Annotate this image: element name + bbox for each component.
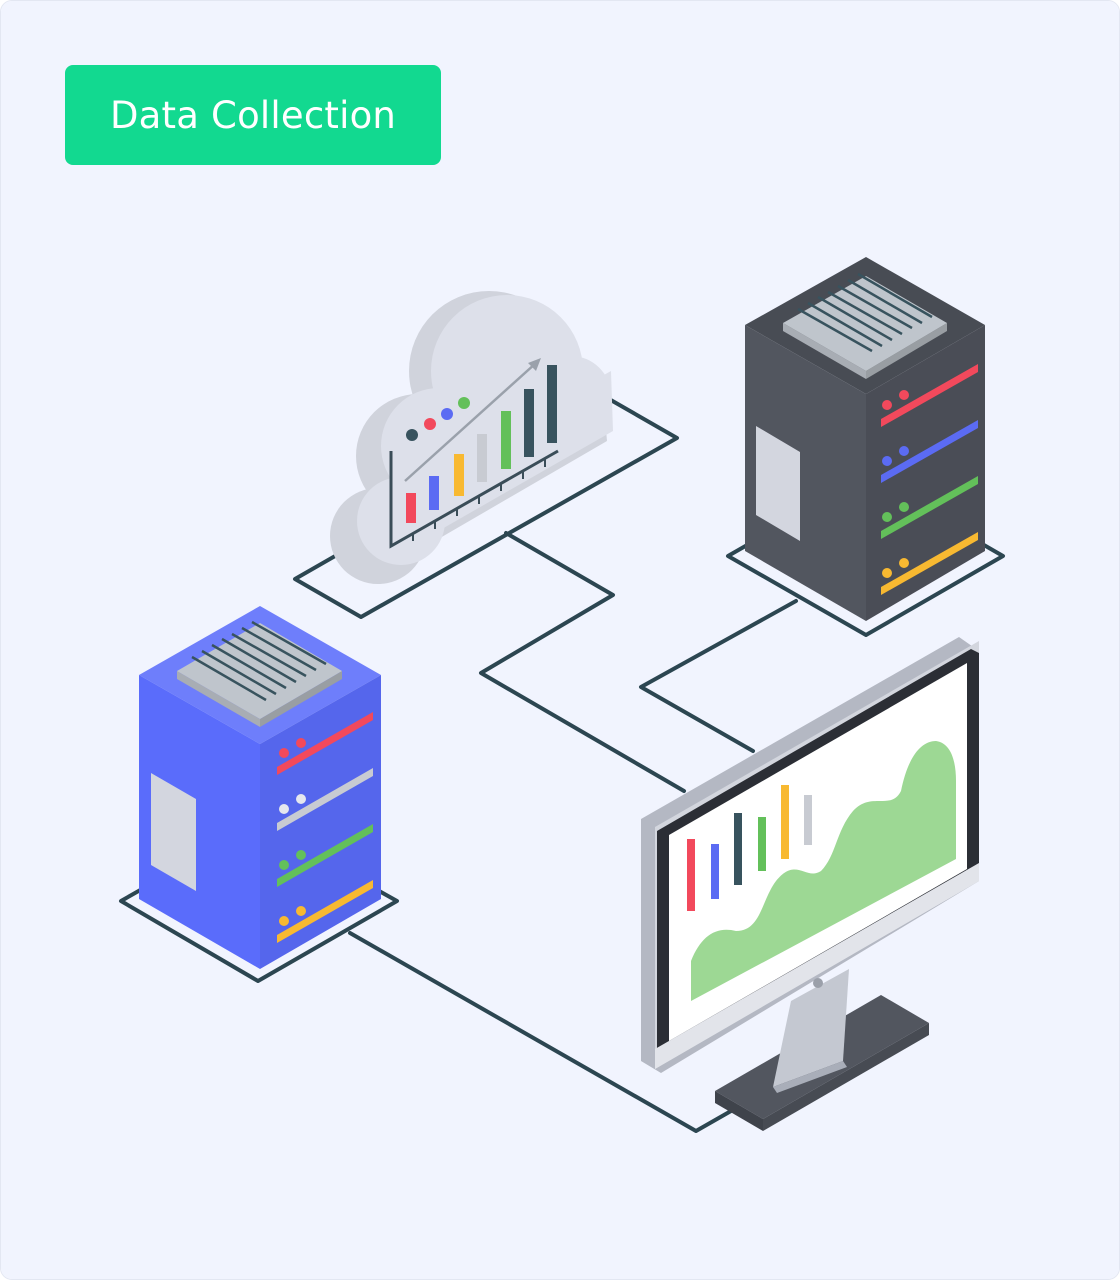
cloud-dot-blue <box>441 408 453 420</box>
cloud-chart <box>389 358 559 549</box>
dark-server-status-rows <box>881 364 978 595</box>
blue-server-status-rows <box>277 712 373 943</box>
dark-server-door <box>756 426 800 541</box>
screen-bar-gray <box>804 795 812 845</box>
cloud-trend-arrowhead <box>528 358 541 371</box>
cloud-bar-red <box>406 493 416 523</box>
cloud-bar-blue <box>429 476 439 510</box>
page-title: Data Collection <box>109 93 397 137</box>
blue-server-connector-line <box>348 931 733 1133</box>
cloud-bar-teal <box>524 389 534 457</box>
cloud-bar-teal-tall <box>547 365 557 443</box>
dark-server-vent-slots <box>797 272 933 353</box>
cloud-bar-gray <box>477 434 487 482</box>
screen-bar-blue <box>711 844 719 899</box>
blue-server-left-face <box>139 675 260 969</box>
screen-bar-green <box>758 817 766 871</box>
cloud-bar-green <box>501 411 511 469</box>
dark-server-left-face <box>745 325 866 621</box>
cloud-dot-green <box>458 397 470 409</box>
blue-server-vent-slots <box>191 620 327 702</box>
cloud-bar-yellow <box>454 454 464 496</box>
monitor-dashboard-icon <box>641 637 979 1131</box>
screen-bar-yellow <box>781 785 789 859</box>
screen-bar-red <box>687 839 695 911</box>
cloud-chart-ticks <box>412 459 546 541</box>
monitor-power-dot <box>813 978 823 988</box>
connection-lines <box>348 531 798 1133</box>
monitor-chin <box>655 863 979 1069</box>
blue-server-vent <box>177 623 342 719</box>
cloud-dot-red <box>424 418 436 430</box>
monitor-stand-neck <box>773 969 849 1087</box>
screen-area-chart <box>691 741 956 1001</box>
cloud-trend-arrow <box>404 362 537 482</box>
cloud-connector-line <box>479 531 686 793</box>
cloud-chart-axis <box>389 449 559 549</box>
dark-server-rack <box>726 257 1005 637</box>
cloud-dot-teal <box>406 429 418 441</box>
title-badge: Data Collection <box>65 65 441 165</box>
screen-bar-teal <box>734 813 742 885</box>
dark-server-connector-line <box>639 599 798 753</box>
blue-server-rack <box>119 606 399 983</box>
blue-server-door <box>151 773 196 891</box>
cloud-analytics-icon <box>293 291 679 619</box>
